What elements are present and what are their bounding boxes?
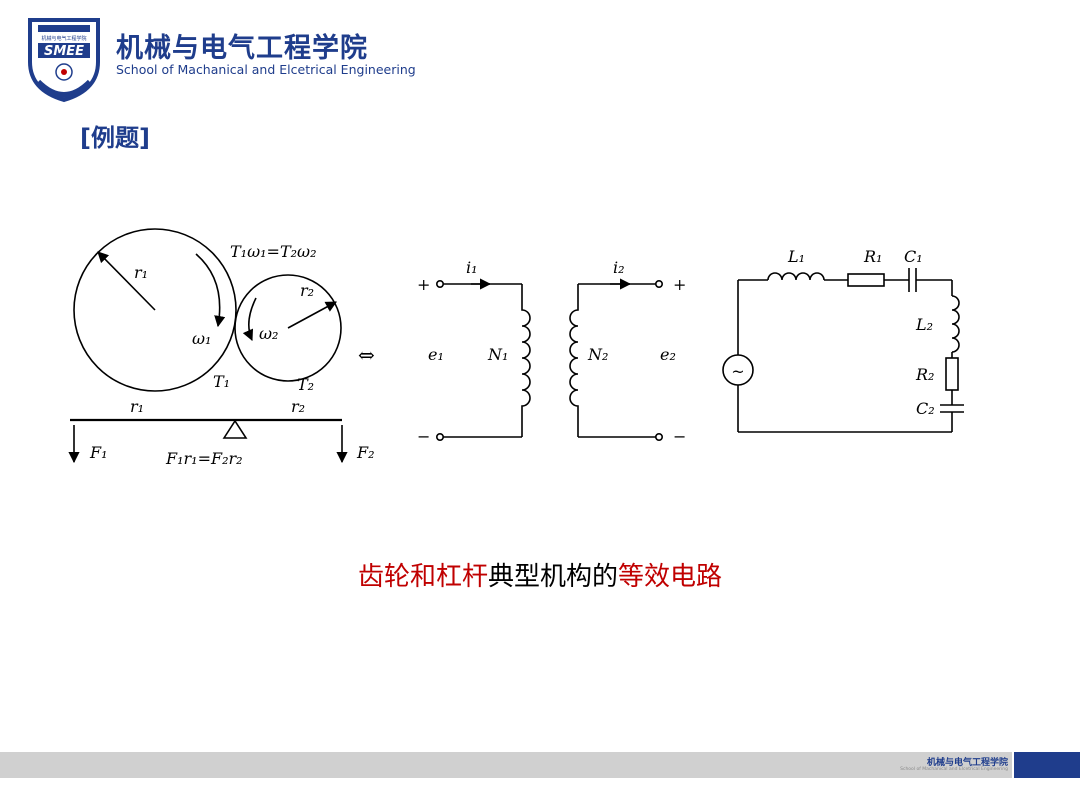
footer-bar (0, 752, 1012, 778)
resistor-r2 (945, 357, 959, 391)
turns-n1-label: N₁ (487, 345, 508, 364)
torque-relation-label: T₁ω₁=T₂ω₂ (230, 242, 317, 261)
footer-school-cn: 机械与电气工程学院 (926, 758, 1008, 768)
radius-r2-arrow (287, 301, 337, 329)
omega1-rotation-arrow (195, 253, 226, 328)
torque-t1-label: T₁ (213, 372, 230, 391)
current-i2-label: i₂ (613, 258, 625, 277)
resistor-r1-label: R₁ (863, 247, 882, 266)
lever-r1-label: r₁ (130, 397, 144, 416)
figure-caption: 齿轮和杠杆典型机构的等效电路 (0, 556, 1080, 593)
radius-r1-arrow (97, 251, 156, 311)
terminal-right-bottom (654, 432, 663, 441)
plus-right-label: + (673, 275, 686, 294)
inductor-l1-label: L₁ (787, 247, 805, 266)
capacitor-c1-label: C₁ (904, 247, 923, 266)
torque-t2-label: T₂ (297, 375, 314, 394)
winding-n1 (521, 284, 531, 437)
equivalent-circuit-figure: T₁ω₁=T₂ω₂ r₁ r₂ ω₁ ω₂ T₁ T₂ r₁ r₂ F₁ F₁r… (68, 228, 964, 468)
force-f1-label: F₁ (89, 443, 108, 462)
equivalence-symbol: ⇔ (358, 343, 375, 367)
school-name-en: School of Machanical and Elcetrical Engi… (116, 62, 416, 77)
minus-right-label: − (673, 427, 686, 446)
force-f2-label: F₂ (356, 443, 375, 462)
terminal-right-top (654, 279, 663, 288)
current-i1-label: i₁ (466, 258, 478, 277)
force-relation-label: F₁r₁=F₂r₂ (165, 449, 243, 468)
inductor-l2 (951, 295, 960, 353)
section-title: [例题] (80, 124, 150, 152)
emf-e1-label: e₁ (428, 345, 444, 364)
gear-1 (73, 228, 237, 392)
caption-part-3: 等效电路 (618, 562, 723, 592)
gear-lever-diagram (68, 228, 348, 464)
gear-2 (234, 274, 342, 382)
resistor-r2-label: R₂ (915, 365, 934, 384)
inductor-l1 (767, 272, 825, 281)
minus-left-label: − (417, 427, 430, 446)
omega1-label: ω₁ (192, 329, 211, 348)
resistor-r1 (847, 273, 885, 287)
terminal-left-bottom (435, 432, 444, 441)
footer-school-en: School of Machanical and Elcetrical Engi… (900, 767, 1008, 772)
plus-left-label: + (417, 275, 430, 294)
school-logo: 机械与电气工程学院 SMEE (28, 18, 100, 103)
logo-text: SMEE (44, 44, 84, 59)
omega2-rotation-arrow (242, 297, 257, 342)
winding-n2 (569, 284, 579, 437)
turns-n2-label: N₂ (587, 345, 608, 364)
caption-part-2: 典型机构的 (487, 562, 618, 592)
lever-fulcrum (222, 419, 248, 439)
header: 机械与电气工程学院 SMEE 机械与电气工程学院 School of Macha… (0, 0, 1080, 110)
transformer-diagram (435, 278, 663, 441)
school-name-cn: 机械与电气工程学院 (116, 33, 368, 64)
footer-accent-block (1014, 752, 1080, 778)
terminal-left-top (435, 279, 444, 288)
gear-r1-label: r₁ (134, 263, 148, 282)
emf-e2-label: e₂ (660, 345, 676, 364)
inductor-l2-label: L₂ (915, 315, 933, 334)
gear-r2-label: r₂ (300, 281, 314, 300)
ac-source-symbol: ~ (731, 362, 744, 381)
rlc-circuit (722, 268, 964, 433)
capacitor-c2-label: C₂ (916, 399, 935, 418)
caption-part-1: 齿轮和杠杆 (357, 562, 488, 592)
logo-top-text: 机械与电气工程学院 (41, 35, 86, 42)
omega2-label: ω₂ (259, 324, 278, 343)
lever-r2-label: r₂ (291, 397, 305, 416)
